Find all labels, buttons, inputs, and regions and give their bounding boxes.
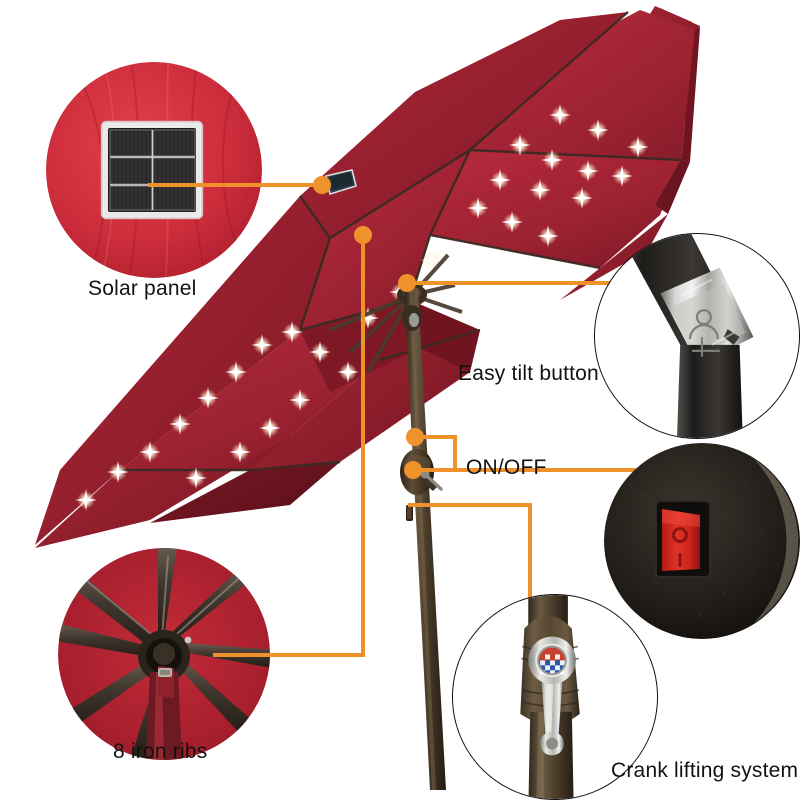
on-off-switch-detail-art bbox=[604, 443, 800, 639]
detail-bubble-iron-ribs bbox=[58, 548, 270, 760]
callout-label-easy-tilt-button: Easy tilt button bbox=[458, 362, 599, 385]
solar-panel-on-canopy bbox=[325, 169, 357, 196]
callout-label-iron-ribs: 8 iron ribs bbox=[113, 740, 208, 763]
detail-bubble-solar-panel bbox=[46, 62, 262, 278]
iron-ribs-detail-art bbox=[58, 548, 270, 760]
crank-detail-art bbox=[453, 595, 657, 799]
anchor-dot-iron-ribs bbox=[354, 226, 372, 244]
detail-bubble-crank-lifting-system bbox=[452, 594, 658, 800]
detail-bubble-on-off-switch bbox=[604, 443, 800, 639]
callout-label-crank-lifting-system: Crank lifting system bbox=[611, 759, 799, 782]
anchor-dot-easy-tilt bbox=[398, 274, 416, 292]
callout-label-on-off: ON/OFF bbox=[466, 456, 547, 479]
detail-bubble-easy-tilt-button bbox=[594, 233, 800, 439]
anchor-dot-tilt-jog bbox=[406, 428, 424, 446]
anchor-dot-on-off bbox=[404, 461, 422, 479]
tilt-button-detail-art bbox=[595, 234, 799, 438]
callout-label-solar-panel: Solar panel bbox=[88, 277, 197, 300]
solar-panel-detail-art bbox=[46, 62, 262, 278]
anchor-dot-solar-panel bbox=[313, 176, 331, 194]
